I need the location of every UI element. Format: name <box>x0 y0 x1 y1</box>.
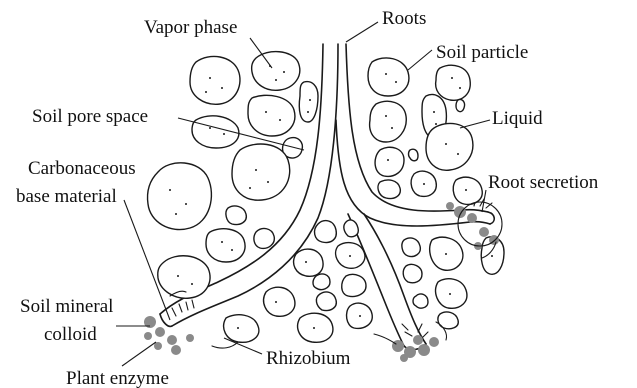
root-secretion-spot <box>467 213 477 223</box>
roots-leader <box>346 22 378 42</box>
label-liquid: Liquid <box>492 108 543 129</box>
plant-enzyme-spot <box>186 334 194 342</box>
soil-particle <box>402 238 420 257</box>
soil-particle <box>436 65 471 100</box>
flow-arrow <box>374 334 396 344</box>
right-root-tip <box>488 212 494 224</box>
label-carbonaceous-line2: base material <box>16 186 117 207</box>
rhizobium-spot <box>418 344 430 356</box>
soil-particle <box>342 274 366 296</box>
soil-particle <box>294 249 323 276</box>
soil-particle <box>158 256 210 299</box>
rhizobium-spot <box>413 335 423 345</box>
soil-particle <box>298 313 333 342</box>
label-plant-enzyme: Plant enzyme <box>66 368 169 388</box>
label-roots: Roots <box>382 8 426 29</box>
root-secretion-spot <box>479 227 489 237</box>
soil-particle <box>254 229 274 249</box>
soil-particle <box>438 312 458 329</box>
soil-particle <box>232 144 290 200</box>
label-soil-particle: Soil particle <box>436 42 528 63</box>
soil-particle <box>190 56 240 104</box>
plant-enzyme-spot <box>144 332 152 340</box>
root-secretion-circle <box>458 202 502 246</box>
label-carbonaceous-line1: Carbonaceous <box>28 158 136 179</box>
soil-particle <box>206 229 245 262</box>
soil-particle <box>409 149 419 161</box>
soil-particle <box>368 58 409 96</box>
label-vapor-phase: Vapor phase <box>144 17 237 38</box>
label-soil-mineral-line1: Soil mineral <box>20 296 113 317</box>
soil-particle <box>375 147 404 176</box>
soil-particle <box>403 264 422 282</box>
root-secretion-spot <box>446 202 454 210</box>
rhizobium-spot <box>392 340 404 352</box>
soil-particle <box>248 95 295 136</box>
rhizobium-spot <box>400 354 408 362</box>
soil-particle <box>378 180 400 199</box>
plant-enzyme-spot <box>171 345 181 355</box>
liquid-leader <box>460 120 490 128</box>
soil-particle <box>344 220 358 237</box>
label-root-secretion: Root secretion <box>488 172 599 193</box>
soil-particle <box>226 206 246 225</box>
rhizobium-spot <box>429 337 439 347</box>
label-soil-pore-space: Soil pore space <box>32 106 148 127</box>
plant-enzyme-spot <box>167 335 177 345</box>
soil-particle <box>413 294 428 308</box>
soil-particle <box>316 292 336 311</box>
soil-particle <box>313 274 330 290</box>
soil-particle <box>426 123 473 170</box>
soil-particle <box>436 279 467 309</box>
plant-enzyme-leader <box>122 342 156 366</box>
soil-particles-right <box>368 58 482 204</box>
plant-enzyme-spot <box>155 327 165 337</box>
soil-particle <box>453 177 482 204</box>
soil-particle <box>315 221 337 243</box>
left-root-tip <box>160 314 172 326</box>
flow-arrow <box>212 342 238 348</box>
soil-particle <box>299 82 318 122</box>
soil-particle <box>252 52 300 91</box>
soil-particles-left <box>147 52 318 299</box>
soil-particle <box>147 163 211 230</box>
soil-particle-leader <box>408 50 432 70</box>
soil-particle <box>370 101 407 142</box>
label-soil-mineral-line2: colloid <box>44 324 97 345</box>
soil-particle <box>456 99 465 111</box>
label-rhizobium: Rhizobium <box>266 348 351 369</box>
soil-particle <box>264 287 295 316</box>
soil-particle <box>224 315 259 343</box>
